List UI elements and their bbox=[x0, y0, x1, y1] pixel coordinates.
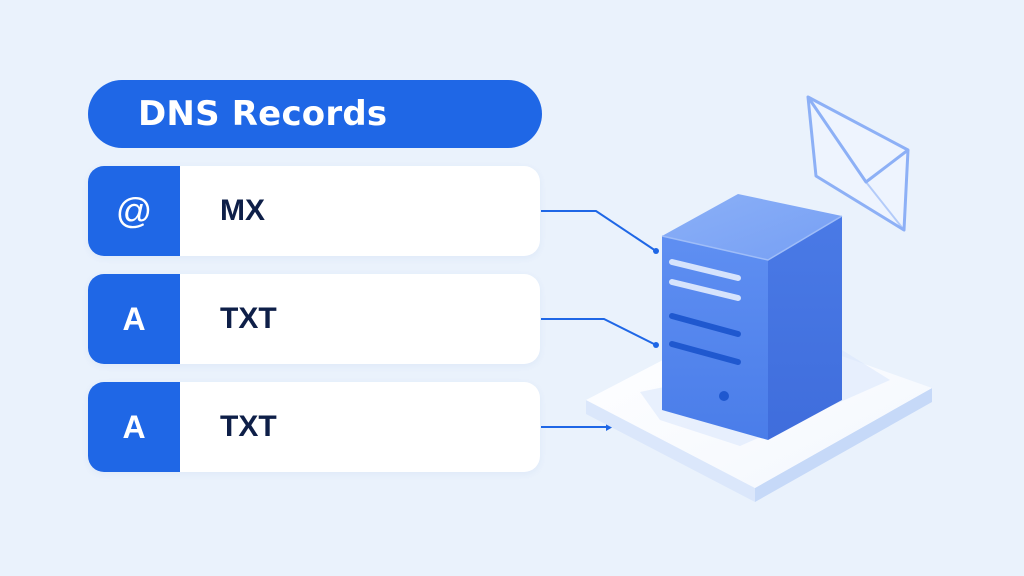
record-type-txt-1: TXT bbox=[220, 302, 277, 335]
record-type-txt-2: TXT bbox=[220, 410, 277, 443]
record-tag-a-1: A bbox=[88, 274, 180, 364]
connector-txt-1 bbox=[541, 318, 659, 348]
record-row-mx: @ MX bbox=[88, 166, 540, 256]
dns-records-header: DNS Records bbox=[88, 80, 542, 148]
server-icon bbox=[661, 194, 843, 440]
connector-mx bbox=[541, 210, 659, 254]
record-type-mx: MX bbox=[220, 194, 265, 227]
record-tag-at: @ bbox=[88, 166, 180, 256]
record-row-txt-1: A TXT bbox=[88, 274, 540, 364]
connector-txt-2 bbox=[541, 423, 613, 431]
envelope-icon bbox=[806, 95, 910, 232]
record-row-txt-2: A TXT bbox=[88, 382, 540, 472]
header-title: DNS Records bbox=[138, 94, 388, 134]
record-tag-a-2: A bbox=[88, 382, 180, 472]
